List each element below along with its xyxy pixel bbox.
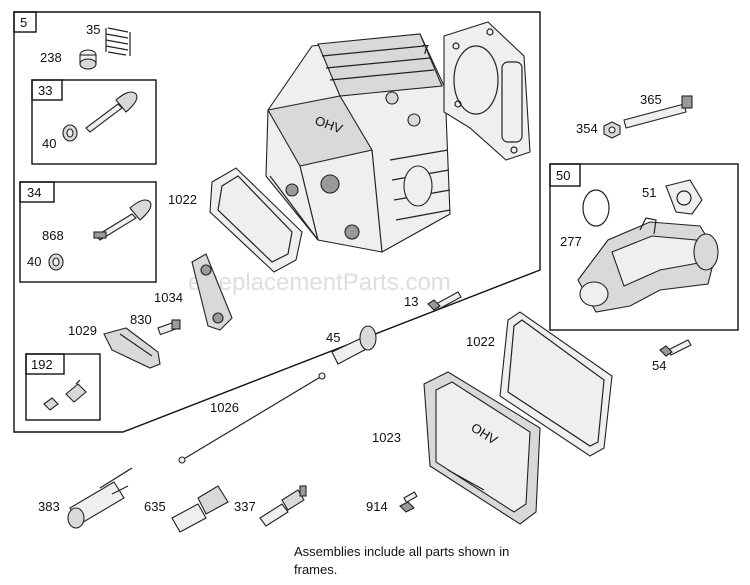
exhaust-valve-part [48, 199, 152, 271]
intake-valve-part [62, 91, 138, 142]
part-label-54: 54 [652, 358, 666, 373]
frame-intake-elbow [549, 163, 739, 331]
part-label-914: 914 [366, 499, 388, 514]
frame-rocker-adjuster-tag [25, 353, 65, 375]
part-label-45: 45 [326, 330, 340, 345]
bolt-13-part [427, 291, 462, 311]
socket-635-part [171, 485, 229, 533]
frame-intake-valve-label: 33 [38, 83, 52, 98]
part-label-337: 337 [234, 499, 256, 514]
part-label-238: 238 [40, 50, 62, 65]
part-label-7: 7 [422, 42, 429, 57]
part-label-365: 365 [640, 92, 662, 107]
frame-intake-elbow-label: 50 [556, 168, 570, 183]
rocker-stud-part [157, 319, 181, 336]
screw-914-part [399, 491, 418, 513]
o-ring-part [582, 189, 610, 227]
part-label-1022-upper: 1022 [168, 192, 197, 207]
frame-intake-elbow-tag [549, 163, 581, 187]
valve-cap-part [79, 49, 97, 70]
part-label-40-intake: 40 [42, 136, 56, 151]
rocker-adjuster-part [43, 379, 87, 411]
note-line-2: frames. [294, 562, 337, 577]
part-label-1034: 1034 [154, 290, 183, 305]
push-rod-part [178, 372, 326, 464]
part-label-1022-lower: 1022 [466, 334, 495, 349]
valve-cover-part: OHV [423, 371, 541, 525]
valve-cover-gasket-lower-part [499, 311, 613, 457]
stud-365-part [623, 95, 693, 129]
cylinder-head-part: OHV [265, 33, 451, 253]
nut-354-part [603, 121, 621, 139]
rocker-arm-part [103, 327, 161, 369]
tappet-part [331, 325, 377, 365]
valve-cover-gasket-upper-part [209, 167, 303, 273]
frame-intake-valve [31, 79, 157, 165]
frame-exhaust-valve [19, 181, 157, 283]
part-label-51: 51 [642, 185, 656, 200]
tool-383-part [67, 467, 133, 529]
frame-head-assembly [13, 11, 541, 433]
part-label-354: 354 [576, 121, 598, 136]
part-label-35: 35 [86, 22, 100, 37]
rocker-plate-part [191, 253, 233, 331]
head-gasket-part [443, 21, 531, 161]
watermark: eReplacementParts.com [188, 269, 451, 296]
frame-head-assembly-label: 5 [20, 15, 27, 30]
part-label-868: 868 [42, 228, 64, 243]
frame-exhaust-valve-tag [19, 181, 55, 203]
spark-plug-part [259, 485, 307, 527]
part-label-1026: 1026 [210, 400, 239, 415]
bolt-54-part [659, 339, 692, 357]
part-label-383: 383 [38, 499, 60, 514]
intake-elbow-part [577, 217, 719, 313]
part-label-40-exhaust: 40 [27, 254, 41, 269]
part-label-277: 277 [560, 234, 582, 249]
part-label-1023: 1023 [372, 430, 401, 445]
frame-rocker-adjuster-label: 192 [31, 357, 53, 372]
part-label-830: 830 [130, 312, 152, 327]
frame-head-assembly-tag [13, 11, 37, 33]
elbow-gasket-part [665, 179, 703, 215]
note-line-1: Assemblies include all parts shown in [294, 544, 509, 559]
part-label-635: 635 [144, 499, 166, 514]
part-label-1029: 1029 [68, 323, 97, 338]
valve-spring-part [105, 27, 131, 56]
frame-exhaust-valve-label: 34 [27, 185, 41, 200]
frame-intake-valve-tag [31, 79, 63, 101]
part-label-13: 13 [404, 294, 418, 309]
